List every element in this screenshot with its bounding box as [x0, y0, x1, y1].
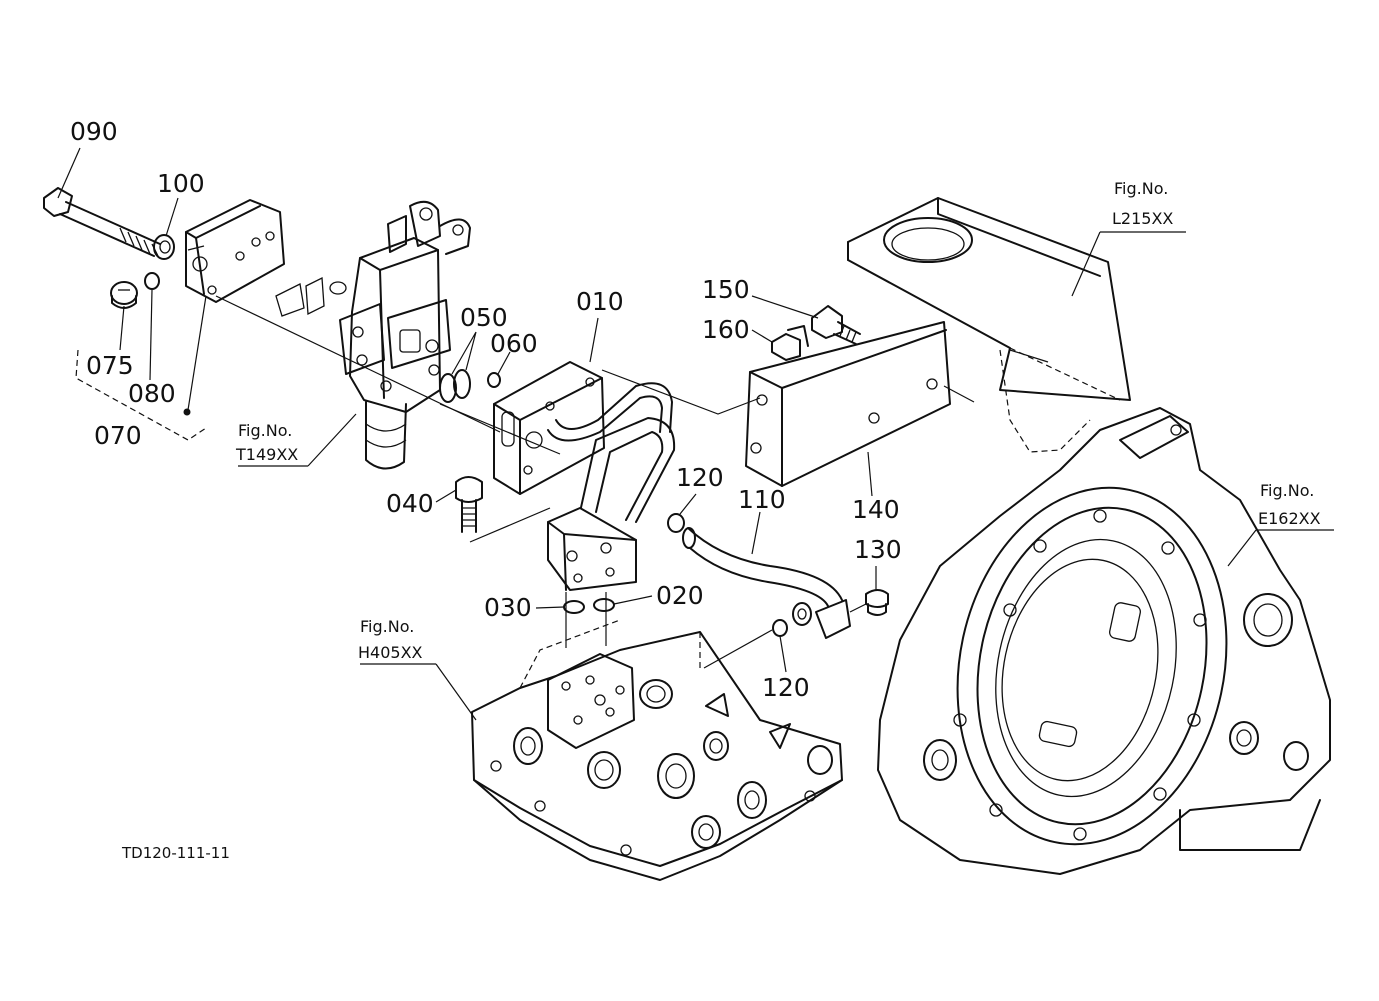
- bolt-130[interactable]: [865, 589, 889, 616]
- steel-pipes[interactable]: [547, 382, 676, 523]
- o-ring-030[interactable]: [563, 600, 585, 614]
- o-ring-060[interactable]: [487, 372, 501, 388]
- label-120-lower: 120: [762, 673, 810, 702]
- fig-ref-e162-line1: Fig.No.: [1260, 481, 1314, 500]
- bolt-150[interactable]: [811, 305, 861, 345]
- label-120-upper: 120: [676, 463, 724, 492]
- bolt-040[interactable]: [455, 476, 483, 533]
- washer-100[interactable]: [153, 234, 175, 260]
- label-050: 050: [460, 303, 508, 332]
- bracket-plate[interactable]: [185, 199, 285, 303]
- frame-casting: [847, 197, 1131, 453]
- pipe-110[interactable]: [682, 527, 851, 639]
- label-090: 090: [70, 117, 118, 146]
- label-060: 060: [490, 329, 538, 358]
- plug-075[interactable]: [110, 281, 138, 309]
- flange-block[interactable]: [547, 507, 637, 591]
- o-rings-050[interactable]: [439, 369, 471, 403]
- label-010: 010: [576, 287, 624, 316]
- fig-ref-h405-line1: Fig.No.: [360, 617, 414, 636]
- label-020: 020: [656, 581, 704, 610]
- fitting-160[interactable]: [771, 325, 809, 361]
- label-130: 130: [854, 535, 902, 564]
- fig-ref-e162-line2: E162XX: [1258, 509, 1321, 528]
- drawing-code: TD120-111-11: [121, 844, 230, 862]
- fig-ref-l215-line1: Fig.No.: [1114, 179, 1168, 198]
- fig-ref-h405-line2: H405XX: [358, 643, 423, 662]
- locator-dot: [183, 408, 191, 416]
- bolt-090[interactable]: [43, 187, 161, 257]
- label-040: 040: [386, 489, 434, 518]
- manifold-block-010[interactable]: [493, 361, 605, 495]
- control-valve-assembly[interactable]: [275, 200, 471, 470]
- label-150: 150: [702, 275, 750, 304]
- connection-lines: [57, 147, 1334, 721]
- fig-ref-t149-line2: T149XX: [235, 445, 298, 464]
- fig-ref-l215-line2: L215XX: [1112, 209, 1173, 228]
- label-110: 110: [738, 485, 786, 514]
- label-080: 080: [128, 379, 176, 408]
- label-070: 070: [94, 421, 142, 450]
- fig-ref-t149-line1: Fig.No.: [238, 421, 292, 440]
- hydraulic-housing: [471, 619, 843, 881]
- label-160: 160: [702, 315, 750, 344]
- o-ring-080[interactable]: [144, 272, 160, 290]
- o-ring-120-lower[interactable]: [772, 619, 788, 637]
- bracket-140[interactable]: [745, 321, 951, 487]
- o-ring-120-upper[interactable]: [667, 513, 685, 533]
- o-ring-020[interactable]: [593, 598, 615, 612]
- label-075: 075: [86, 351, 134, 380]
- label-030: 030: [484, 593, 532, 622]
- group-bracket-070: [75, 349, 207, 441]
- gear-case-casting: [877, 407, 1331, 875]
- label-100: 100: [157, 169, 205, 198]
- label-140: 140: [852, 495, 900, 524]
